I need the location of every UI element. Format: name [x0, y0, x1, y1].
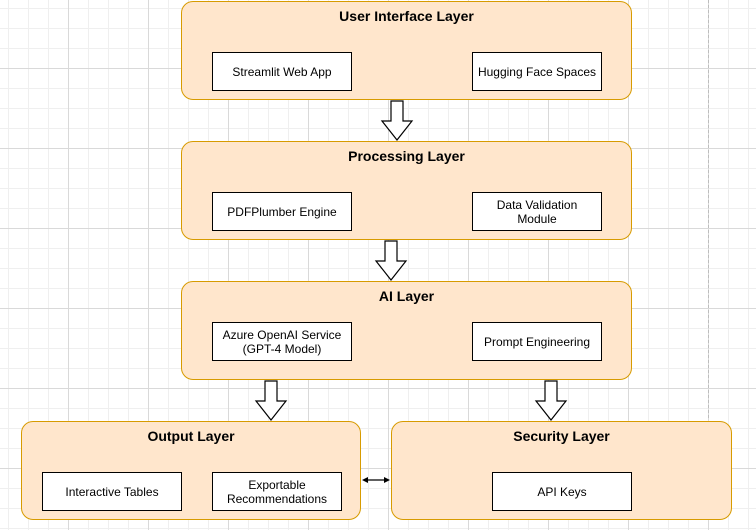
- security-layer[interactable]: Security Layer API Keys: [391, 421, 732, 520]
- processing-layer[interactable]: Processing Layer PDFPlumber Engine Data …: [181, 141, 632, 240]
- grid-guide-line: [708, 0, 709, 418]
- azure-openai-service-box[interactable]: Azure OpenAI Service (GPT-4 Model): [212, 322, 352, 361]
- arrow-ai-to-security[interactable]: [534, 380, 568, 421]
- bidirectional-arrow-output-security[interactable]: [362, 477, 390, 483]
- pdfplumber-engine-box[interactable]: PDFPlumber Engine: [212, 192, 352, 231]
- layer-title: AI Layer: [378, 288, 435, 304]
- exportable-recommendations-box[interactable]: Exportable Recommendations: [212, 472, 342, 511]
- box-label: Interactive Tables: [65, 484, 159, 499]
- api-keys-box[interactable]: API Keys: [492, 472, 632, 511]
- ai-layer[interactable]: AI Layer Azure OpenAI Service (GPT-4 Mod…: [181, 281, 632, 380]
- box-label: API Keys: [537, 484, 587, 499]
- output-layer[interactable]: Output Layer Interactive Tables Exportab…: [21, 421, 361, 520]
- arrow-processing-to-ai[interactable]: [374, 240, 408, 281]
- layer-title: Processing Layer: [348, 148, 465, 164]
- box-label: Data Validation Module: [496, 197, 578, 226]
- box-label: Azure OpenAI Service (GPT-4 Model): [222, 327, 342, 356]
- layer-title: Output Layer: [147, 428, 235, 444]
- layer-title: Security Layer: [513, 428, 610, 444]
- streamlit-web-app-box[interactable]: Streamlit Web App: [212, 52, 352, 91]
- layer-title: User Interface Layer: [339, 8, 474, 24]
- box-label: Prompt Engineering: [483, 334, 591, 349]
- user-interface-layer[interactable]: User Interface Layer Streamlit Web App H…: [181, 1, 632, 100]
- arrow-ai-to-output[interactable]: [254, 380, 288, 421]
- box-label: PDFPlumber Engine: [227, 204, 337, 219]
- box-label: Streamlit Web App: [232, 64, 332, 79]
- arrow-ui-to-processing[interactable]: [380, 100, 414, 141]
- data-validation-module-box[interactable]: Data Validation Module: [472, 192, 602, 231]
- prompt-engineering-box[interactable]: Prompt Engineering: [472, 322, 602, 361]
- box-label: Exportable Recommendations: [226, 477, 328, 506]
- interactive-tables-box[interactable]: Interactive Tables: [42, 472, 182, 511]
- hugging-face-spaces-box[interactable]: Hugging Face Spaces: [472, 52, 602, 91]
- box-label: Hugging Face Spaces: [477, 64, 597, 79]
